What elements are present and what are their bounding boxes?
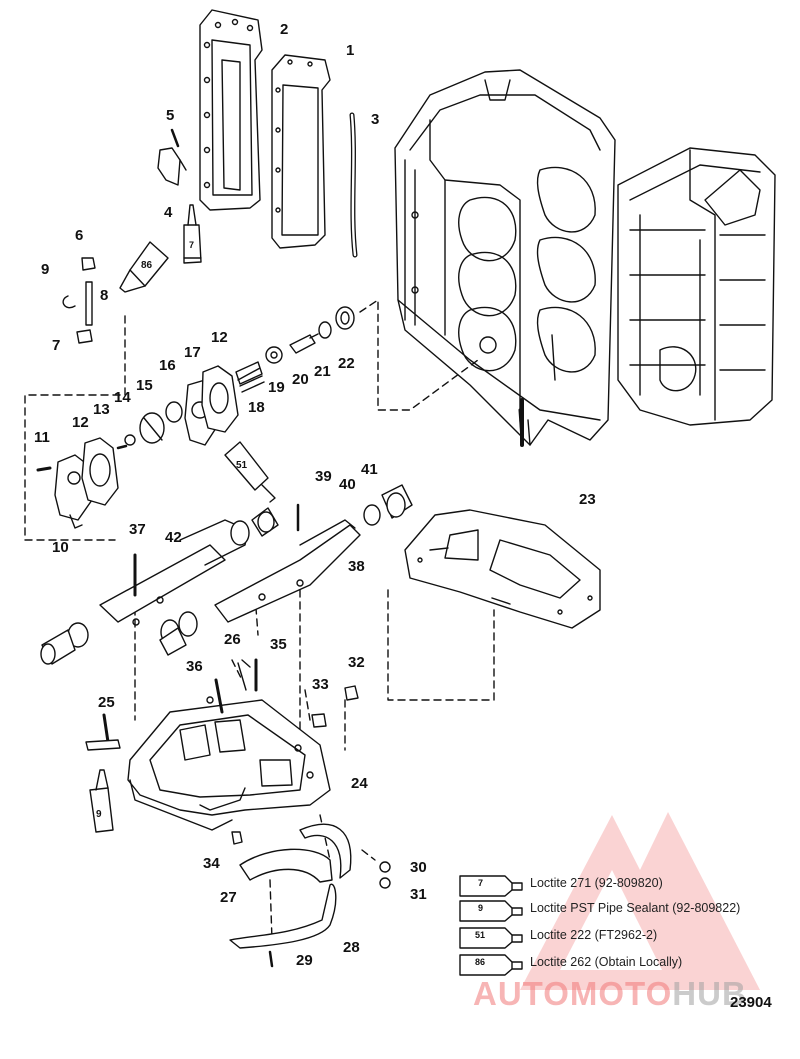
leader-lines bbox=[24, 299, 495, 941]
exhaust-plate bbox=[199, 9, 263, 211]
callout-31: 31 bbox=[410, 886, 427, 903]
callout-19: 19 bbox=[268, 379, 285, 396]
callout-9: 9 bbox=[41, 261, 50, 278]
legend-text: Loctite 262 (Obtain Locally) bbox=[530, 955, 683, 969]
svg-text:9: 9 bbox=[96, 809, 102, 820]
illustration-reference-code: 23904 bbox=[730, 994, 772, 1011]
watermark-part-b: HUB bbox=[672, 975, 747, 1012]
bracket-and-screw bbox=[157, 128, 187, 186]
legend-text: Loctite 222 (FT2962-2) bbox=[530, 928, 658, 942]
callout-26: 26 bbox=[224, 631, 241, 648]
callout-20: 20 bbox=[292, 371, 309, 388]
stud-and-tube-9: 9 bbox=[85, 713, 121, 833]
callout-37: 37 bbox=[129, 521, 146, 538]
engine-mount-arms bbox=[40, 484, 413, 665]
callout-10: 10 bbox=[52, 539, 69, 556]
callout-27: 27 bbox=[220, 889, 237, 906]
callout-34: 34 bbox=[203, 855, 220, 872]
callout-15: 15 bbox=[136, 377, 153, 394]
crankcase-block-front bbox=[394, 69, 616, 446]
watermark-text: AUTOMOTOHUB bbox=[473, 975, 747, 1013]
svg-text:7: 7 bbox=[189, 240, 194, 250]
valve-assembly bbox=[36, 306, 355, 529]
callout-21: 21 bbox=[314, 363, 331, 380]
callout-12-lower: 12 bbox=[72, 414, 89, 431]
callout-38: 38 bbox=[348, 558, 365, 575]
callout-7: 7 bbox=[52, 337, 61, 354]
callout-2: 2 bbox=[280, 21, 289, 38]
callout-11: 11 bbox=[34, 429, 50, 446]
callout-4: 4 bbox=[164, 204, 173, 221]
adaptor-plate-gasket bbox=[404, 509, 601, 629]
callout-23: 23 bbox=[579, 491, 596, 508]
callout-42: 42 bbox=[165, 529, 182, 546]
callout-17: 17 bbox=[184, 344, 201, 361]
callout-6: 6 bbox=[75, 227, 84, 244]
callout-12-upper: 12 bbox=[211, 329, 228, 346]
callout-30: 30 bbox=[410, 859, 427, 876]
callout-41: 41 bbox=[361, 461, 378, 478]
legend-tube-label: 9 bbox=[478, 903, 484, 913]
exhaust-gasket bbox=[271, 54, 331, 249]
callout-16: 16 bbox=[159, 357, 176, 374]
svg-text:51: 51 bbox=[236, 460, 248, 471]
crankcase-block-rear bbox=[617, 147, 776, 426]
callout-3: 3 bbox=[371, 111, 380, 128]
callout-36: 36 bbox=[186, 658, 203, 675]
loctite-tube-7-top: 7 bbox=[183, 204, 202, 264]
callout-24: 24 bbox=[351, 775, 368, 792]
lower-seals bbox=[229, 823, 391, 968]
legend-text: Loctite 271 (92-809820) bbox=[530, 876, 663, 890]
watermark-logo bbox=[520, 812, 760, 990]
callout-13: 13 bbox=[93, 401, 110, 418]
callout-5: 5 bbox=[166, 107, 175, 124]
legend-tube-label: 86 bbox=[475, 957, 486, 967]
small-fasteners bbox=[214, 658, 359, 728]
legend-tube-icons bbox=[459, 875, 523, 976]
svg-text:86: 86 bbox=[141, 260, 153, 271]
callout-40: 40 bbox=[339, 476, 356, 493]
callout-8: 8 bbox=[100, 287, 109, 304]
callout-28: 28 bbox=[343, 939, 360, 956]
callout-29: 29 bbox=[296, 952, 313, 969]
callout-25: 25 bbox=[98, 694, 115, 711]
callout-39: 39 bbox=[315, 468, 332, 485]
adaptor-plate bbox=[127, 696, 331, 831]
callout-22: 22 bbox=[338, 355, 355, 372]
callout-35: 35 bbox=[270, 636, 287, 653]
watermark-part-a: AUTOMOTO bbox=[473, 975, 673, 1012]
loctite-tube-86: 86 bbox=[119, 241, 169, 293]
legend-tube-label: 51 bbox=[475, 930, 486, 940]
callout-1: 1 bbox=[346, 42, 355, 59]
callout-14: 14 bbox=[114, 389, 131, 406]
fitting-pin-clip bbox=[62, 257, 96, 344]
legend-text: Loctite PST Pipe Sealant (92-809822) bbox=[530, 901, 741, 915]
loctite-tube-51: 51 bbox=[224, 441, 276, 503]
callout-32: 32 bbox=[348, 654, 365, 671]
legend-tube-label: 7 bbox=[478, 878, 484, 888]
callout-18: 18 bbox=[248, 399, 265, 416]
callout-33: 33 bbox=[312, 676, 329, 693]
